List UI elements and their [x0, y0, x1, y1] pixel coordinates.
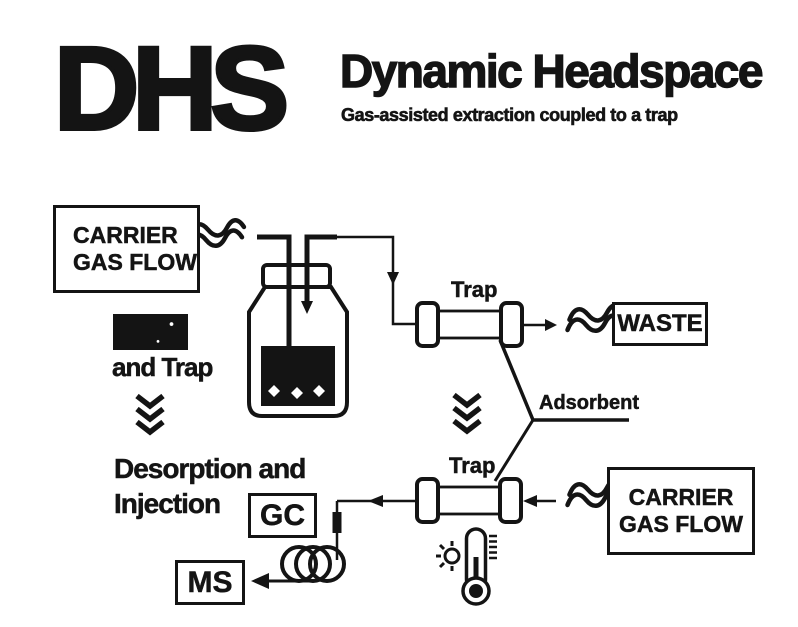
page-subtitle: Gas-assisted extraction coupled to a tra…	[341, 105, 679, 125]
adsorbent-leader-lines	[493, 339, 629, 482]
carrier-bottom-line2: GAS FLOW	[619, 511, 743, 538]
tube-tip	[301, 301, 313, 314]
carrier-to-trap-arrow	[523, 495, 556, 507]
carrier-bottom-line1: CARRIER	[628, 484, 734, 511]
down-arrowhead	[387, 272, 399, 285]
page-title: Dynamic Headspace	[339, 45, 764, 97]
heat-sun-icon	[436, 541, 461, 571]
down-chevrons-left-icon	[135, 393, 165, 436]
page-acronym: DHS	[52, 23, 291, 155]
trap-to-injector-line	[332, 495, 417, 560]
gc-box: GC	[248, 493, 317, 538]
trap-to-waste-arrow	[523, 319, 557, 331]
waste-box: WASTE	[612, 302, 708, 346]
and-trap-label: and Trap	[112, 352, 214, 383]
vial-to-trap-line	[335, 235, 416, 326]
desorption-injection-label: Desorption and Injection	[114, 453, 307, 520]
ms-box: MS	[175, 560, 245, 605]
headspace-outlet-tube	[304, 234, 337, 303]
bubble-dot	[268, 385, 280, 397]
coil-to-ms-arrow	[251, 573, 316, 589]
gc-label: GC	[260, 498, 306, 532]
redacted-text-block	[113, 314, 188, 350]
trap-top-body	[415, 301, 524, 348]
thermometer-ticks	[489, 534, 497, 560]
trap-top-label: Trap	[451, 277, 498, 303]
purge-inlet-tube	[257, 234, 292, 352]
carrier-top-line2: GAS FLOW	[73, 249, 197, 276]
gc-column-coil-icon	[280, 545, 346, 583]
ms-label: MS	[187, 565, 233, 599]
trap-bottom-body	[415, 477, 523, 524]
adsorbent-label: Adsorbent	[539, 392, 640, 415]
bubble-dot	[313, 385, 325, 397]
trap-bottom-label: Trap	[449, 453, 496, 479]
carrier-top-line1: CARRIER	[73, 222, 178, 249]
carrier-gas-flow-box-bottom: CARRIER GAS FLOW	[607, 467, 755, 555]
thermometer-heat-icon	[436, 527, 497, 606]
carrier-gas-flow-box-top: CARRIER GAS FLOW	[53, 205, 200, 293]
sample-vial-icon	[247, 234, 349, 418]
vial-cap	[261, 263, 332, 289]
injector-segment	[332, 512, 342, 533]
down-chevrons-middle-icon	[452, 392, 482, 435]
bubble-dot	[291, 387, 303, 399]
waste-label: WASTE	[617, 310, 703, 338]
